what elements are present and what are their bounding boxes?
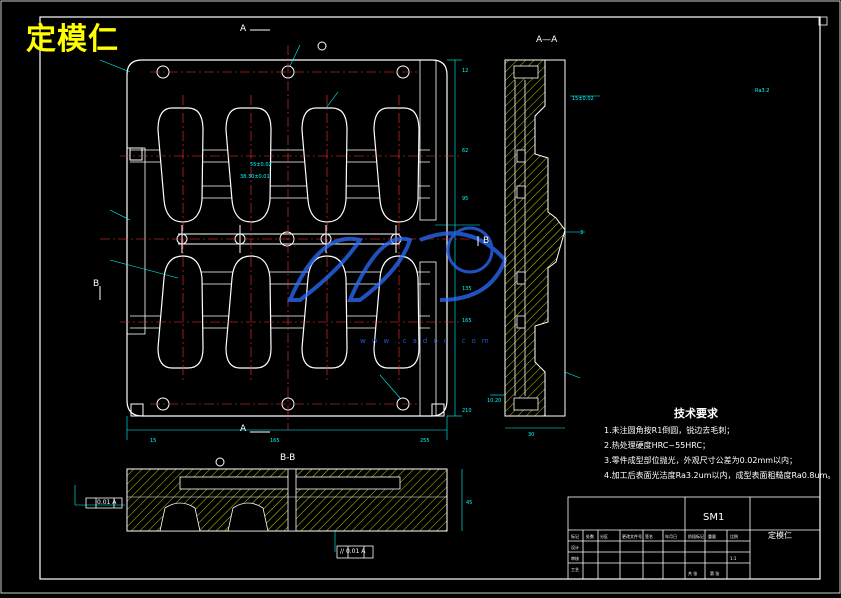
svg-text:15±0.02: 15±0.02 bbox=[572, 96, 594, 102]
tech-requirement-3: 3.零件成型部位抛光，外观尺寸公差为0.02mm以内； bbox=[604, 456, 798, 465]
title-block-grid bbox=[567, 496, 821, 580]
svg-text:62: 62 bbox=[462, 148, 468, 154]
section-label-a-top: A bbox=[240, 24, 247, 34]
svg-text:165: 165 bbox=[462, 318, 472, 324]
svg-text:处数: 处数 bbox=[586, 533, 594, 539]
svg-text:135: 135 bbox=[462, 286, 472, 292]
svg-text:签名: 签名 bbox=[645, 533, 653, 539]
section-bb-view: 45 bbox=[74, 468, 472, 552]
svg-text:45: 45 bbox=[466, 500, 472, 506]
svg-text:15: 15 bbox=[150, 438, 156, 444]
drawing-title: 定模仁 bbox=[26, 22, 119, 57]
svg-text:分区: 分区 bbox=[600, 533, 608, 539]
tech-requirements: 技术要求 1.未注圆角按R1倒圆，锐边去毛刺； 2.热处理硬度HRC~55HRC… bbox=[604, 406, 835, 483]
svg-text:比例: 比例 bbox=[730, 533, 738, 539]
svg-text:55±0.02: 55±0.02 bbox=[250, 162, 272, 168]
section-aa-view: 15±0.02 30 3 10.20 Ra3.2 bbox=[487, 59, 769, 438]
svg-text:Ra3.2: Ra3.2 bbox=[755, 88, 769, 94]
title-block-drawing-name: 定模仁 bbox=[768, 531, 792, 540]
svg-text:阶段标记: 阶段标记 bbox=[688, 533, 704, 539]
svg-text:第 张: 第 张 bbox=[710, 570, 719, 576]
svg-text:工艺: 工艺 bbox=[571, 567, 579, 572]
svg-text:165: 165 bbox=[270, 438, 280, 444]
svg-text:12: 12 bbox=[462, 68, 468, 74]
tech-requirements-heading: 技术要求 bbox=[674, 407, 718, 420]
svg-text:38.30±0.01: 38.30±0.01 bbox=[240, 174, 270, 180]
svg-text:审核: 审核 bbox=[571, 555, 579, 561]
section-label-a-bottom: A bbox=[240, 424, 247, 434]
svg-text:3: 3 bbox=[580, 230, 583, 236]
tolerance-parallel-text: // 0.01 A bbox=[340, 548, 366, 555]
tech-requirement-2: 2.热处理硬度HRC~55HRC； bbox=[604, 441, 711, 450]
svg-text:255: 255 bbox=[420, 438, 430, 444]
corner-mark bbox=[818, 16, 828, 26]
section-label-aa: A—A bbox=[536, 35, 558, 45]
tech-requirement-1: 1.未注圆角按R1倒圆，锐边去毛刺； bbox=[604, 426, 735, 435]
svg-text:设计: 设计 bbox=[571, 544, 579, 550]
svg-text:更改文件号: 更改文件号 bbox=[622, 533, 642, 539]
tolerance-flatness-text: 0.01 A bbox=[97, 499, 117, 506]
svg-text:10.20: 10.20 bbox=[487, 398, 501, 404]
svg-text:标记: 标记 bbox=[571, 533, 579, 539]
title-block-part-name: SM1 bbox=[703, 512, 725, 523]
inner-border bbox=[39, 16, 821, 580]
tolerance-frame-flatness bbox=[85, 497, 123, 509]
section-label-b-right: B bbox=[483, 236, 490, 246]
svg-text:共 张: 共 张 bbox=[688, 570, 697, 576]
svg-text:95: 95 bbox=[462, 196, 468, 202]
svg-text:重量: 重量 bbox=[708, 533, 716, 539]
plan-view: 55±0.02 38.30±0.01 12 62 95 135 165 210 15 165… bbox=[99, 44, 480, 444]
section-label-b-left: B bbox=[93, 279, 100, 289]
tolerance-frame-parallel bbox=[336, 545, 374, 559]
svg-text:年月日: 年月日 bbox=[665, 533, 677, 539]
section-label-bb: B-B bbox=[280, 453, 296, 463]
svg-text:1:1: 1:1 bbox=[730, 556, 737, 561]
svg-text:30: 30 bbox=[528, 432, 534, 438]
svg-text:210: 210 bbox=[462, 408, 472, 414]
watermark-url: www.cadoc.com bbox=[360, 337, 495, 345]
tech-requirement-4: 4.加工后表面光洁度Ra3.2um以内，成型表面粗糙度Ra0.8um。 bbox=[604, 471, 836, 480]
